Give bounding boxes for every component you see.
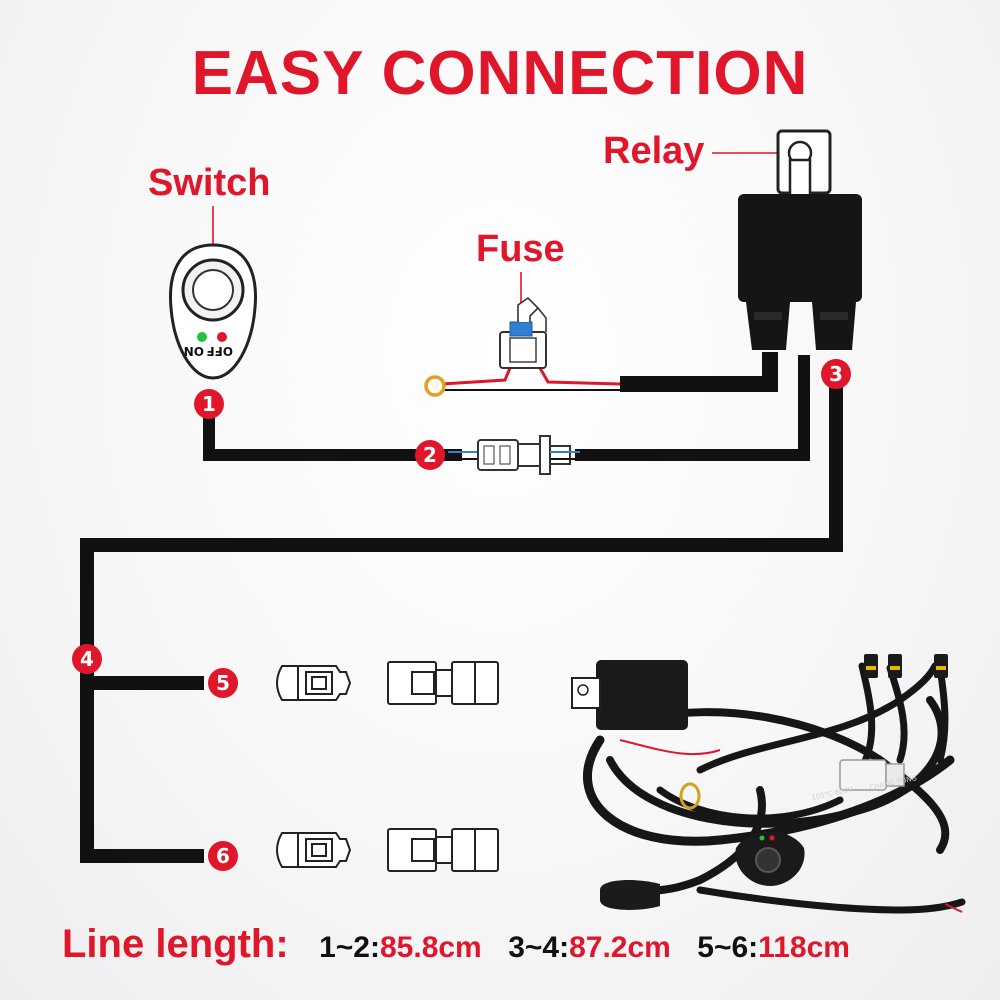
connector-icon [448,435,580,475]
output-connector-6-male [387,828,499,872]
point-badge-1: 1 [194,389,224,419]
point-badge-4: 4 [72,644,102,674]
relay-label: Relay [603,130,705,172]
switch-icon: OFF ON [169,243,257,380]
wire-split-to-outputs [80,660,204,863]
wiring-harness-photo: 105°C 600V CHANG TONG [571,654,966,914]
point-5-text: 5 [216,671,230,695]
point-2-text: 2 [423,443,437,467]
led-red-icon [217,332,227,342]
page-title: EASY CONNECTION [191,39,809,108]
fuse-label: Fuse [476,228,565,270]
point-1-text: 1 [202,392,216,416]
fuse-thin-wires [441,367,621,391]
switch-on-text: ON [184,344,204,358]
photo-wire-print-1: 105°C 600V [811,785,854,802]
wire-relay-to-split [80,378,843,660]
fuse-icon [499,296,547,369]
line-length-value-3: 118cm [758,931,850,964]
relay-icon [738,129,862,350]
line-length-heading: Line length: [62,922,289,966]
output-connector-5-male [387,661,499,705]
led-green-icon [197,332,207,342]
wire-harness-lines [80,352,843,863]
line-length-key-3: 5~6: [697,931,759,964]
wire-power-to-relay [620,352,778,392]
line-length-key-1: 1~2: [319,931,380,964]
switch-off-text: OFF [206,344,233,358]
output-connector-6-female [276,832,352,868]
point-badge-6: 6 [208,841,238,871]
point-6-text: 6 [216,844,230,868]
line-length-value-2: 87.2cm [569,931,671,964]
point-badge-2: 2 [415,440,445,470]
point-4-text: 4 [80,647,94,671]
line-length-key-2: 3~4: [508,931,570,964]
line-length-footer: Line length: 1~2:85.8cm 3~4:87.2cm 5~6:1… [62,922,872,967]
point-3-text: 3 [829,362,843,386]
wire-connector-to-relay [575,355,810,461]
point-badge-3: 3 [821,359,851,389]
output-connector-5-female [276,665,352,701]
ring-terminal-icon [424,375,446,397]
line-length-value-1: 85.8cm [379,931,482,964]
wire-switch-to-connector [203,410,462,461]
switch-label: Switch [148,162,271,204]
point-badge-5: 5 [208,668,238,698]
